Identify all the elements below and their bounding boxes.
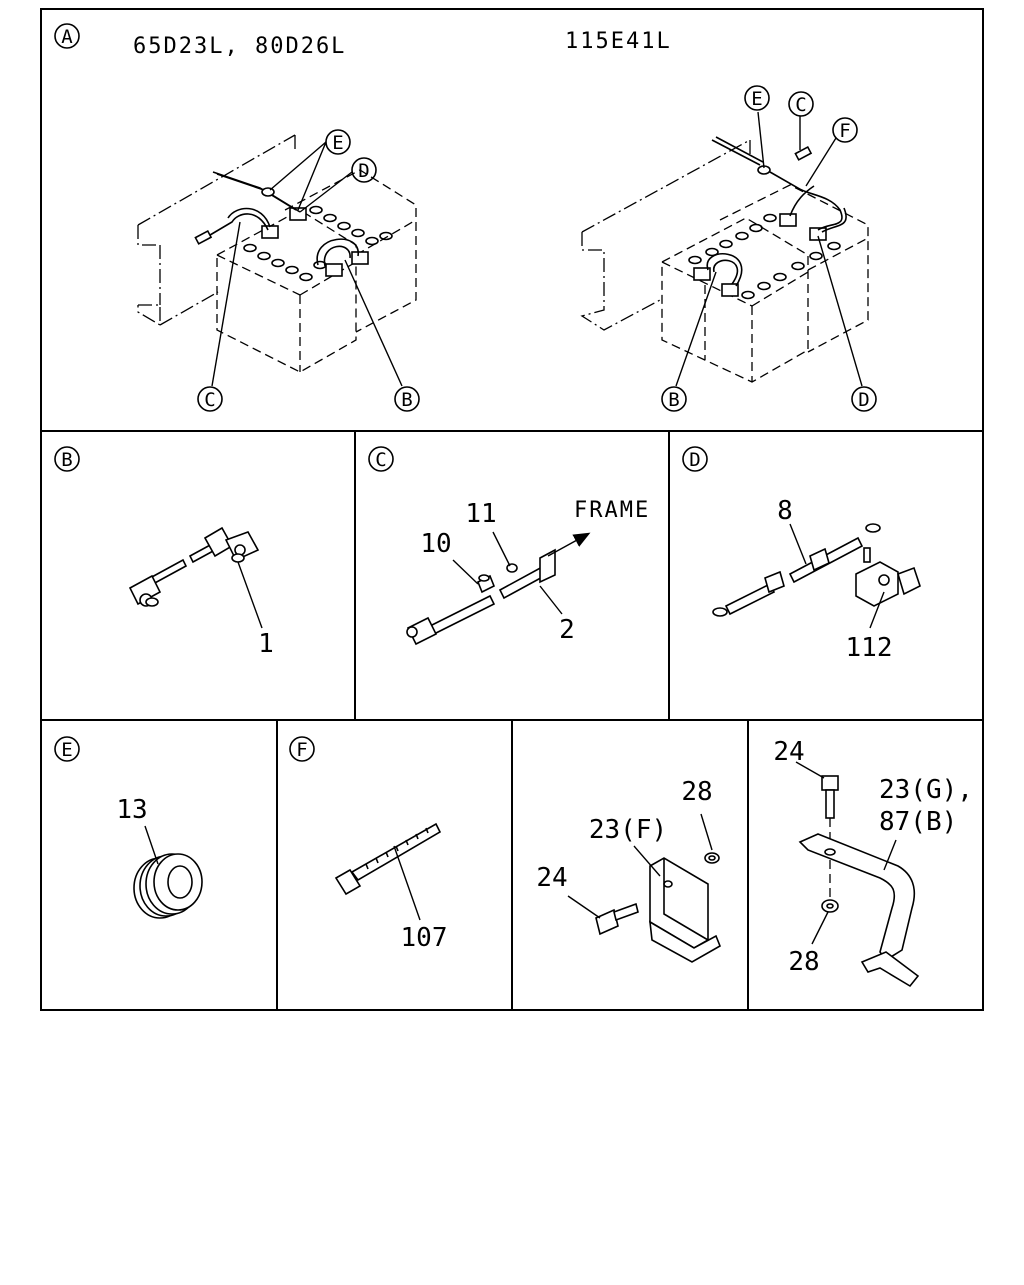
- panel-marker-a: A: [54, 23, 80, 49]
- panel-e-marker-text: E: [61, 739, 72, 761]
- part-number-23g: 23(G),: [879, 775, 973, 805]
- ground-cable-drawing: [406, 548, 556, 646]
- battery-models-left: 65D23L, 80D26L: [133, 34, 346, 59]
- callout-d-left: D: [358, 160, 369, 182]
- panel-b: B 1: [54, 446, 274, 659]
- panel-a-marker-text: A: [61, 26, 73, 48]
- battery-link-cable-drawing: [128, 526, 260, 607]
- part-number-13: 13: [116, 795, 147, 825]
- cable-tie-drawing: [334, 822, 442, 896]
- part-number-107: 107: [401, 923, 448, 953]
- frame-direction-label: FRAME: [574, 498, 650, 523]
- panel-c: C FRAME 10 11 2: [368, 446, 650, 646]
- part-number-11: 11: [465, 499, 496, 529]
- part-number-10: 10: [420, 529, 451, 559]
- right-battery-assembly: E C F D B: [580, 85, 877, 412]
- callout-b-left: B: [401, 389, 412, 411]
- positive-cable-drawing: [712, 523, 921, 617]
- left-battery-assembly: E D C B: [137, 129, 420, 412]
- panel-c-marker-text: C: [375, 449, 386, 471]
- panel-d: D 8 112: [682, 446, 921, 663]
- callout-e-left: E: [332, 132, 343, 154]
- part-number-8: 8: [777, 496, 793, 526]
- panel-bracket-f: 28 23(F) 24: [536, 777, 722, 963]
- callout-f-right: F: [839, 120, 850, 142]
- part-number-23f: 23(F): [589, 815, 667, 845]
- part-number-28-bracket-f: 28: [681, 777, 712, 807]
- callout-c-right: C: [795, 94, 806, 116]
- callout-e-right: E: [751, 88, 762, 110]
- battery-model-right: 115E41L: [565, 29, 672, 54]
- panel-e: E 13: [54, 736, 203, 919]
- part-number-1: 1: [258, 629, 274, 659]
- part-number-24-bracket-g: 24: [773, 737, 804, 767]
- callout-d-right: D: [858, 389, 869, 411]
- bracket-f-drawing: [595, 852, 722, 963]
- part-number-24-bracket-f: 24: [536, 863, 567, 893]
- part-number-112: 112: [846, 633, 893, 663]
- callout-b-right: B: [668, 389, 679, 411]
- part-number-2: 2: [559, 615, 575, 645]
- callout-c-left: C: [204, 389, 215, 411]
- grommet-drawing: [133, 853, 203, 919]
- panel-d-marker-text: D: [689, 449, 700, 471]
- part-number-87b: 87(B): [879, 807, 957, 837]
- panel-f-marker-text: F: [296, 739, 307, 761]
- panel-a: A 65D23L, 80D26L 115E41L: [54, 23, 877, 412]
- panel-f: F 107: [289, 736, 448, 953]
- part-number-28-bracket-g: 28: [788, 947, 819, 977]
- panel-bracket-g: 24 23(G), 87(B) 28: [773, 737, 973, 988]
- panel-frames: [40, 8, 984, 1011]
- panel-b-marker-text: B: [61, 449, 72, 471]
